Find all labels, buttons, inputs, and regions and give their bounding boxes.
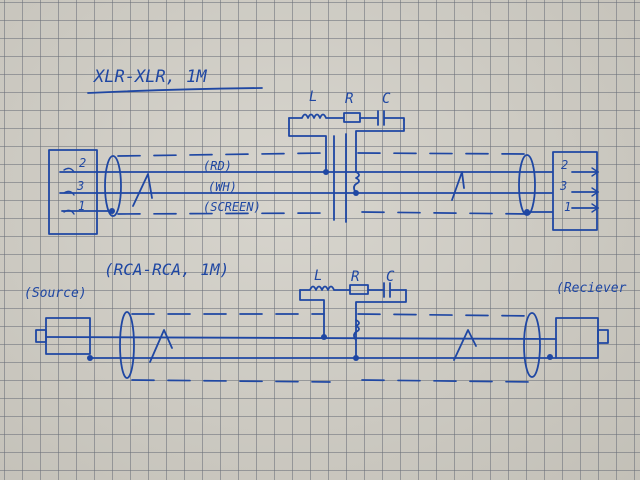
rca-resistor bbox=[349, 284, 369, 295]
rca-right-cable-end bbox=[523, 312, 541, 378]
xlr-lrc-coil bbox=[353, 171, 360, 194]
rca-r-label: R bbox=[351, 269, 359, 285]
right-rca-pin bbox=[597, 329, 609, 344]
xlr-left-cable-end bbox=[104, 155, 122, 217]
title-underline bbox=[87, 87, 263, 94]
left-pin-3-label: 3 bbox=[76, 179, 84, 193]
xlr-resistor bbox=[343, 112, 361, 123]
rca-capacitor bbox=[367, 282, 407, 298]
rca-node-signal bbox=[321, 334, 327, 340]
source-label: (Source) bbox=[24, 286, 87, 301]
right-pin-2-label: 2 bbox=[561, 158, 568, 172]
xlr-node-pin2 bbox=[323, 169, 329, 175]
left-pin-hooks bbox=[63, 167, 75, 215]
rca-shield-bottom bbox=[131, 379, 535, 383]
xlr-shield-bottom bbox=[117, 211, 529, 215]
rca-shield-top bbox=[131, 313, 535, 317]
left-rca-pin bbox=[35, 329, 47, 343]
diagram-title: XLR-XLR, 1M bbox=[92, 67, 207, 87]
left-pin-2-label: 2 bbox=[79, 156, 86, 170]
rca-ground-dot-right bbox=[547, 354, 553, 360]
xlr-node-pin3 bbox=[353, 190, 359, 196]
xlr-c-label: C bbox=[382, 91, 391, 107]
rca-c-label: C bbox=[386, 269, 395, 285]
rca-signal-wire bbox=[45, 336, 557, 340]
xlr-lrc-left-lead bbox=[288, 117, 327, 173]
wire-label-rd: (RD) bbox=[203, 159, 232, 173]
right-rca-plug bbox=[555, 317, 599, 359]
left-rca-plug bbox=[45, 317, 91, 355]
xlr-shield-top bbox=[117, 152, 529, 157]
xlr-break-marks bbox=[132, 171, 465, 207]
rca-node-ground bbox=[353, 355, 359, 361]
rca-lrc-right-lead bbox=[355, 289, 407, 359]
xlr-lrc-right-lead bbox=[355, 119, 405, 173]
rca-lrc-left-lead bbox=[299, 289, 325, 338]
rca-lrc-coil bbox=[353, 319, 360, 341]
rca-break-marks bbox=[149, 329, 477, 363]
xlr-capacitor bbox=[359, 110, 405, 126]
xlr-screen-dot-right bbox=[524, 209, 530, 215]
rca-title: (RCA-RCA, 1M) bbox=[104, 260, 229, 279]
xlr-r-label: R bbox=[345, 91, 353, 107]
right-pin-1-label: 1 bbox=[564, 200, 571, 214]
receiver-label: (Reciever bbox=[556, 281, 627, 296]
wire-label-wh: (WH) bbox=[208, 180, 237, 194]
left-pin-1-label: 1 bbox=[78, 199, 85, 213]
right-pin-arrows bbox=[571, 171, 599, 209]
rca-ground-dot-left bbox=[87, 355, 93, 361]
wire-label-screen: (SCREEN) bbox=[203, 200, 261, 214]
xlr-right-cable-end bbox=[518, 154, 536, 216]
xlr-screen-dot-left bbox=[109, 208, 115, 214]
xlr-centre-tap-lines bbox=[333, 133, 347, 223]
right-pin-arrowheads bbox=[591, 167, 600, 213]
xlr-inductor bbox=[288, 113, 345, 119]
right-pin-3-label: 3 bbox=[559, 179, 567, 193]
xlr-l-label: L bbox=[309, 89, 317, 105]
rca-l-label: L bbox=[314, 268, 322, 284]
rca-left-cable-end bbox=[119, 311, 135, 379]
left-xlr-connector bbox=[48, 149, 98, 235]
rca-inductor bbox=[299, 285, 351, 291]
